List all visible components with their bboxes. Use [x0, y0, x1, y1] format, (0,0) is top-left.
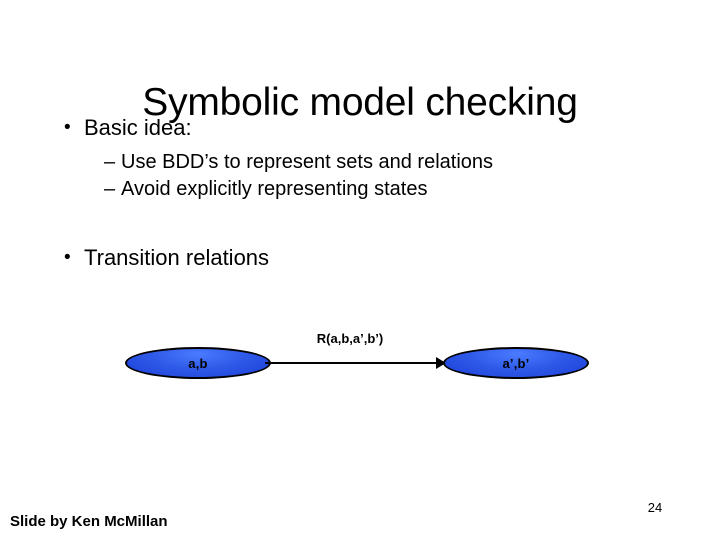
slide-number: 24: [647, 500, 663, 515]
dash-marker-icon: –: [104, 178, 116, 200]
bullet-transition-relations: • Transition relations: [64, 244, 269, 272]
transition-edge-line: [265, 362, 443, 364]
transition-relation-diagram: a,b R(a,b,a’,b’) a’,b’: [110, 330, 590, 390]
dash-marker-icon: –: [104, 151, 116, 173]
bullet-marker-icon: •: [64, 117, 71, 138]
page-title: Symbolic model checking: [142, 81, 578, 125]
state-node-target: a’,b’: [443, 347, 589, 379]
transition-edge-label: R(a,b,a’,b’): [316, 331, 384, 346]
state-node-target-label: a’,b’: [502, 355, 530, 371]
bullet-text: Transition relations: [84, 245, 270, 270]
bullet-avoid-explicit-states: –Avoid explicitly representing states: [104, 177, 427, 202]
bullet-basic-idea: • Basic idea:: [64, 114, 192, 142]
state-node-source: a,b: [125, 347, 271, 379]
bullet-text: Avoid explicitly representing states: [121, 178, 428, 200]
bullet-text: Basic idea:: [84, 115, 192, 140]
arrow-right-icon: [436, 357, 446, 369]
bullet-text: Use BDD’s to represent sets and relation…: [121, 151, 494, 173]
state-node-source-label: a,b: [188, 355, 208, 371]
bullet-use-bdds: –Use BDD’s to represent sets and relatio…: [104, 150, 493, 175]
slide-credit: Slide by Ken McMillan: [10, 513, 168, 530]
bullet-marker-icon: •: [64, 247, 71, 268]
